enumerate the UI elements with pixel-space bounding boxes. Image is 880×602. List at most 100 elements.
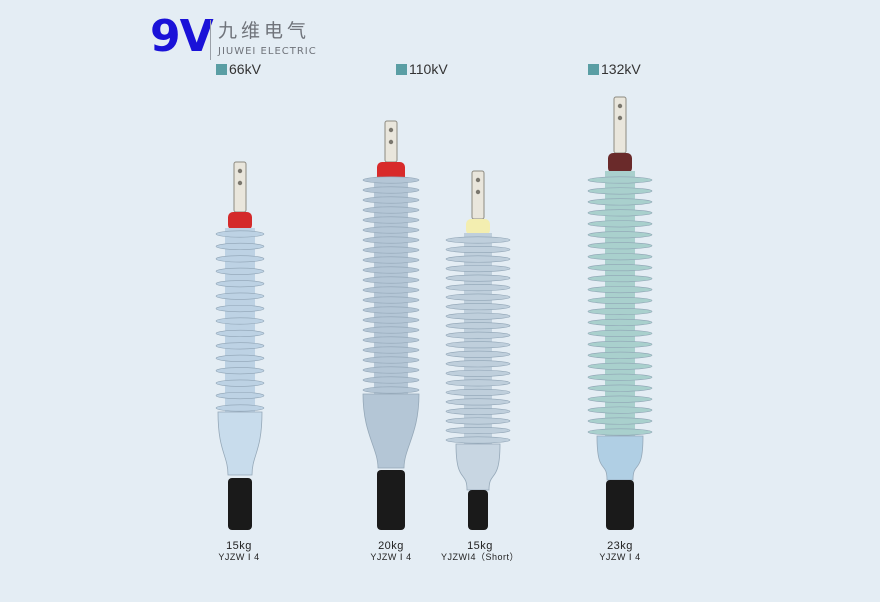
shed-icon	[587, 351, 653, 359]
voltage-label-132kv: 132kV	[588, 61, 641, 77]
product-caption-4: 23kg YJZW Ⅰ 4	[560, 540, 680, 563]
shed-icon	[445, 322, 511, 330]
voltage-square-icon	[396, 63, 407, 75]
shed-icon	[215, 292, 265, 300]
voltage-text: 66kV	[229, 61, 261, 77]
shed-icon	[362, 266, 420, 274]
shed-icon	[587, 395, 653, 403]
cable-boot-icon	[606, 480, 634, 530]
shed-icon	[587, 340, 653, 348]
shed-icon	[362, 206, 420, 214]
shed-icon	[445, 398, 511, 406]
shed-icon	[445, 369, 511, 377]
shed-icon	[215, 267, 265, 275]
shed-icon	[587, 297, 653, 305]
cable-boot-icon	[228, 478, 252, 530]
brand-name-en: JIUWEI ELECTRIC	[218, 46, 317, 57]
product-model: YJZW Ⅰ 4	[370, 552, 412, 562]
shed-icon	[445, 360, 511, 368]
shed-icon	[587, 417, 653, 425]
shed-icon	[587, 220, 653, 228]
sealing-cap-icon	[466, 219, 490, 235]
shed-icon	[587, 373, 653, 381]
shed-icon	[362, 326, 420, 334]
stress-cone-icon	[596, 435, 644, 481]
shed-icon	[587, 231, 653, 239]
shed-icon	[587, 384, 653, 392]
shed-icon	[362, 186, 420, 194]
lug-hole-icon	[237, 168, 243, 174]
product-caption-1: 15kg YJZW Ⅰ 4	[179, 540, 299, 563]
voltage-label-110kv: 110kV	[396, 61, 448, 77]
voltage-square-icon	[588, 63, 599, 75]
shed-icon	[215, 255, 265, 263]
stress-cone-icon	[455, 443, 501, 491]
shed-icon	[362, 286, 420, 294]
shed-icon	[445, 293, 511, 301]
shed-icon	[215, 317, 265, 325]
termination-4	[587, 96, 653, 530]
shed-icon	[362, 366, 420, 374]
logo-divider	[210, 20, 211, 60]
shed-icon	[587, 329, 653, 337]
voltage-square-icon	[216, 63, 227, 75]
product-weight: 15kg	[467, 540, 493, 552]
shed-icon	[445, 379, 511, 387]
brand-name-cn: 九维电气	[218, 20, 311, 42]
product-weight: 20kg	[378, 540, 404, 552]
shed-icon	[362, 316, 420, 324]
voltage-text: 110kV	[409, 61, 448, 77]
shed-icon	[587, 318, 653, 326]
product-caption-3: 15kg YJZWI4（Short）	[420, 540, 540, 563]
stress-cone-icon	[217, 411, 263, 476]
shed-icon	[445, 303, 511, 311]
shed-icon	[445, 265, 511, 273]
shed-icon	[587, 264, 653, 272]
shed-icon	[445, 331, 511, 339]
sealing-cap-icon	[228, 212, 252, 230]
shed-icon	[215, 242, 265, 250]
shed-icon	[362, 226, 420, 234]
shed-icon	[362, 296, 420, 304]
shed-icon	[445, 236, 511, 244]
shed-icon	[587, 253, 653, 261]
shed-icon	[215, 354, 265, 362]
cable-boot-icon	[377, 470, 405, 530]
lug-hole-icon	[617, 115, 623, 121]
termination-3	[445, 170, 511, 530]
shed-icon	[587, 307, 653, 315]
shed-icon	[445, 350, 511, 358]
shed-icon	[445, 407, 511, 415]
shed-icon	[587, 198, 653, 206]
shed-icon	[587, 209, 653, 217]
shed-icon	[587, 176, 653, 184]
product-weight: 15kg	[226, 540, 252, 552]
shed-icon	[362, 346, 420, 354]
shed-icon	[362, 246, 420, 254]
shed-icon	[362, 236, 420, 244]
shed-icon	[445, 284, 511, 292]
shed-icon	[587, 242, 653, 250]
product-weight: 23kg	[607, 540, 633, 552]
shed-icon	[445, 388, 511, 396]
shed-icon	[445, 341, 511, 349]
stress-cone-icon	[362, 393, 420, 469]
shed-icon	[445, 312, 511, 320]
shed-icon	[215, 342, 265, 350]
product-model: YJZW Ⅰ 4	[599, 552, 641, 562]
shed-icon	[215, 329, 265, 337]
product-model: YJZW Ⅰ 4	[218, 552, 260, 562]
shed-icon	[215, 392, 265, 400]
lug-hole-icon	[475, 177, 481, 183]
shed-icon	[445, 274, 511, 282]
shed-icon	[215, 367, 265, 375]
logo-mark: 9V	[150, 11, 214, 62]
cable-boot-icon	[468, 490, 488, 530]
shed-icon	[587, 428, 653, 436]
shed-icon	[587, 286, 653, 294]
shed-icon	[215, 280, 265, 288]
shed-icon	[445, 255, 511, 263]
shed-icon	[445, 426, 511, 434]
termination-2	[362, 120, 420, 530]
shed-icon	[362, 356, 420, 364]
